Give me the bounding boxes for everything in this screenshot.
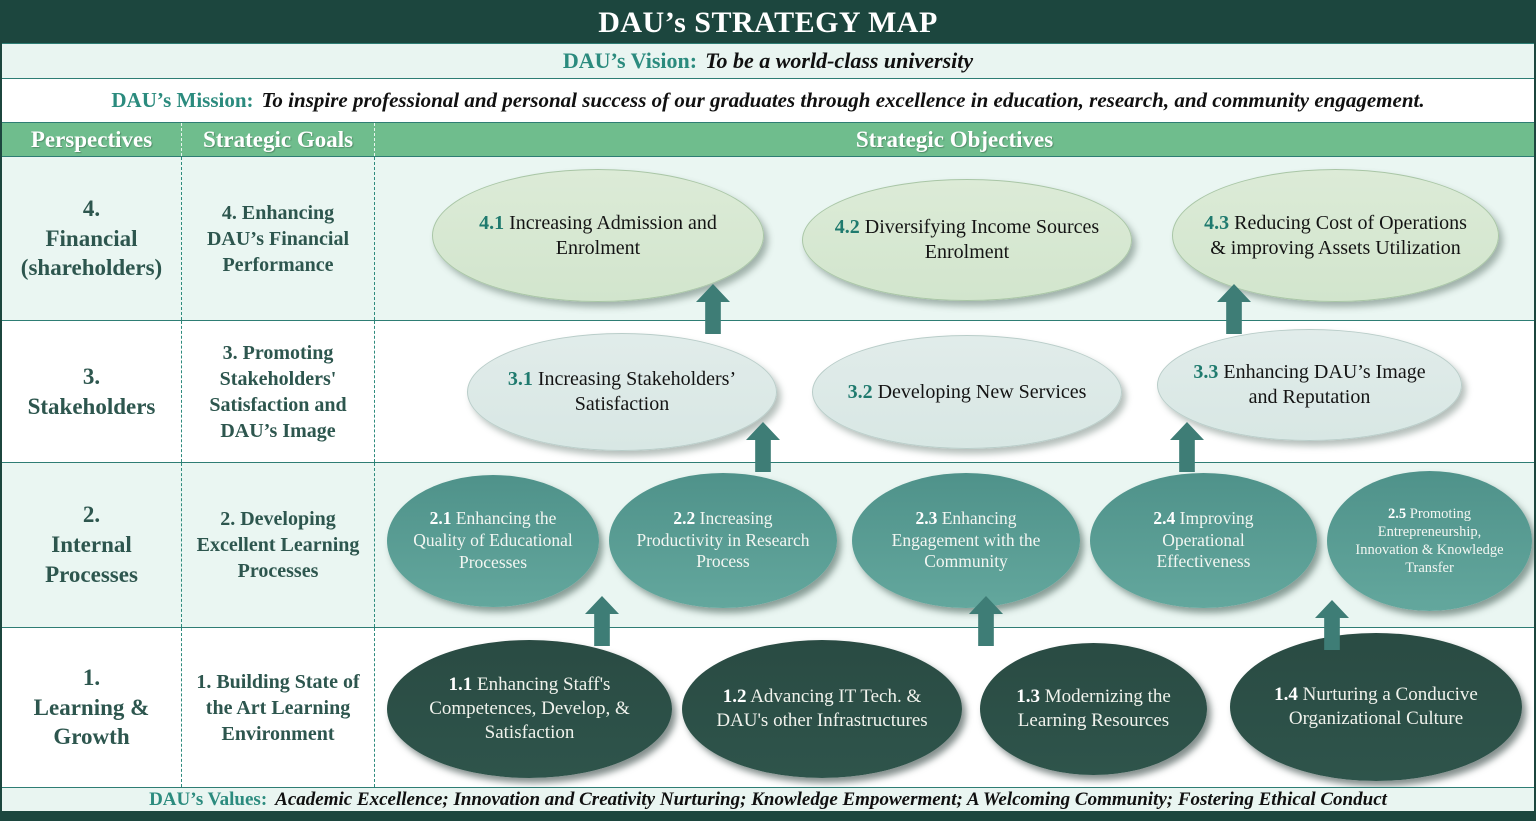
perspective-internal-processes: 2. Internal Processes [2,463,182,627]
objective-1-4-number: 1.4 [1274,684,1298,706]
objective-1-1: 1.1 Enhancing Staff's Competences, Devel… [387,640,672,778]
objective-2-5-number: 2.5 [1388,505,1407,522]
goal-financial-text: 4. Enhancing DAU’s Financial Performance [206,201,350,276]
objective-3-2: 3.2 Developing New Services [812,335,1122,449]
perspective-financial-number: 4. [82,195,101,221]
perspective-financial-name: Financial (shareholders) [20,225,163,281]
objective-4-3-text: Reducing Cost of Operations & improving … [1210,211,1467,259]
mission-label: DAU’s Mission: [111,88,254,112]
objective-3-1-number: 3.1 [507,368,533,390]
header-perspectives: Perspectives [2,123,182,156]
goal-financial: 4. Enhancing DAU’s Financial Performance [182,157,375,320]
objectives-stakeholders: 3.1 Increasing Stakeholders’ Satisfactio… [375,321,1534,462]
row-learning-growth: 1. Learning & Growth 1. Building State o… [2,627,1534,787]
goal-internal-processes: 2. Developing Excellent Learning Process… [182,463,375,627]
objective-3-2-number: 3.2 [847,380,873,403]
perspective-learning-growth-name: Learning & Growth [33,694,150,750]
objectives-internal-processes: 2.1 Enhancing the Quality of Educational… [375,463,1534,627]
perspective-learning-growth: 1. Learning & Growth [2,628,182,787]
objective-4-1-text: Increasing Admission and Enrolment [509,211,717,259]
objective-2-4: 2.4 Improving Operational Effectiveness [1090,473,1317,608]
objective-2-2-number: 2.2 [673,507,696,528]
objective-2-1: 2.1 Enhancing the Quality of Educational… [387,475,599,607]
objective-3-3: 3.3 Enhancing DAU’s Image and Reputation [1157,329,1462,441]
perspective-stakeholders-name: Stakeholders [27,393,156,419]
objective-2-3-number: 2.3 [915,507,938,528]
perspective-internal-processes-number: 2. [82,502,101,528]
objective-4-1-number: 4.1 [479,211,505,234]
perspective-learning-growth-number: 1. [82,664,101,690]
mission-text: To inspire professional and personal suc… [261,88,1425,112]
objective-4-1: 4.1 Increasing Admission and Enrolment [432,169,764,302]
goal-learning-growth-text: 1. Building State of the Art Learning En… [196,670,360,745]
objective-3-3-number: 3.3 [1193,361,1219,383]
goal-learning-growth: 1. Building State of the Art Learning En… [182,628,375,787]
objective-1-2-text: Advancing IT Tech. & DAU's other Infrast… [716,686,928,731]
values-text: Academic Excellence; Innovation and Crea… [275,788,1387,810]
column-header-row: Perspectives Strategic Goals Strategic O… [2,122,1534,157]
perspective-internal-processes-name: Internal Processes [45,532,138,587]
perspective-stakeholders-number: 3. [82,363,101,389]
objective-2-5: 2.5 Promoting Entrepreneurship, Innovati… [1327,471,1532,611]
goal-internal-processes-text: 2. Developing Excellent Learning Process… [196,508,360,582]
objective-1-3-text: Modernizing the Learning Resources [1017,686,1171,731]
objective-3-3-text: Enhancing DAU’s Image and Reputation [1223,361,1426,408]
objectives-financial: 4.1 Increasing Admission and Enrolment 4… [375,157,1534,320]
goal-stakeholders-text: 3. Promoting Stakeholders' Satisfaction … [209,341,347,442]
row-stakeholders: 3. Stakeholders 3. Promoting Stakeholder… [2,320,1534,462]
objective-4-3-number: 4.3 [1204,211,1230,234]
objective-3-1-text: Increasing Stakeholders’ Satisfaction [537,368,737,415]
objective-1-2-number: 1.2 [722,686,747,708]
perspective-financial: 4. Financial (shareholders) [2,157,182,320]
objective-4-2: 4.2 Diversifying Income Sources Enrolmen… [802,179,1132,301]
objective-4-3: 4.3 Reducing Cost of Operations & improv… [1172,169,1499,302]
perspective-stakeholders: 3. Stakeholders [2,321,182,462]
objective-1-3-number: 1.3 [1016,686,1040,708]
vision-row: DAU’s Vision: To be a world-class univer… [2,43,1534,79]
objective-4-2-number: 4.2 [834,216,860,238]
objective-1-2: 1.2 Advancing IT Tech. & DAU's other Inf… [682,640,962,778]
objectives-learning-growth: 1.1 Enhancing Staff's Competences, Devel… [375,628,1534,787]
objective-1-4-text: Nurturing a Conducive Organizational Cul… [1288,684,1478,729]
objective-2-2: 2.2 Increasing Productivity in Research … [609,473,837,608]
bottom-bar [2,811,1534,819]
objective-1-1-text: Enhancing Staff's Competences, Develop, … [429,674,630,743]
objective-2-4-number: 2.4 [1153,507,1176,528]
title-bar: DAU’s STRATEGY MAP [2,2,1534,43]
values-row: DAU’s Values: Academic Excellence; Innov… [2,787,1534,811]
objective-2-1-number: 2.1 [429,508,452,529]
objective-2-4-text: Improving Operational Effectiveness [1156,507,1254,572]
objective-1-3: 1.3 Modernizing the Learning Resources [980,643,1207,775]
objective-2-2-text: Increasing Productivity in Research Proc… [636,507,810,572]
objective-3-2-text: Developing New Services [877,380,1087,403]
row-internal-processes: 2. Internal Processes 2. Developing Exce… [2,462,1534,627]
page-title: DAU’s STRATEGY MAP [598,5,938,39]
objective-1-4: 1.4 Nurturing a Conducive Organizational… [1230,633,1522,781]
objective-4-2-text: Diversifying Income Sources Enrolment [864,216,1100,263]
header-strategic-goals: Strategic Goals [182,123,375,156]
values-label: DAU’s Values: [149,788,268,810]
goal-stakeholders: 3. Promoting Stakeholders' Satisfaction … [182,321,375,462]
objective-3-1: 3.1 Increasing Stakeholders’ Satisfactio… [467,333,777,451]
header-strategic-objectives: Strategic Objectives [855,126,1054,152]
objective-2-3: 2.3 Enhancing Engagement with the Commun… [852,473,1080,608]
mission-row: DAU’s Mission: To inspire professional a… [2,79,1534,122]
objective-1-1-number: 1.1 [448,674,473,696]
vision-label: DAU’s Vision: [562,48,698,73]
vision-text: To be a world-class university [705,48,974,73]
objective-2-5-text: Promoting Entrepreneurship, Innovation &… [1355,505,1504,577]
row-financial: 4. Financial (shareholders) 4. Enhancing… [2,157,1534,320]
objective-2-3-text: Enhancing Engagement with the Community [891,507,1041,572]
objective-2-1-text: Enhancing the Quality of Educational Pro… [413,508,573,572]
